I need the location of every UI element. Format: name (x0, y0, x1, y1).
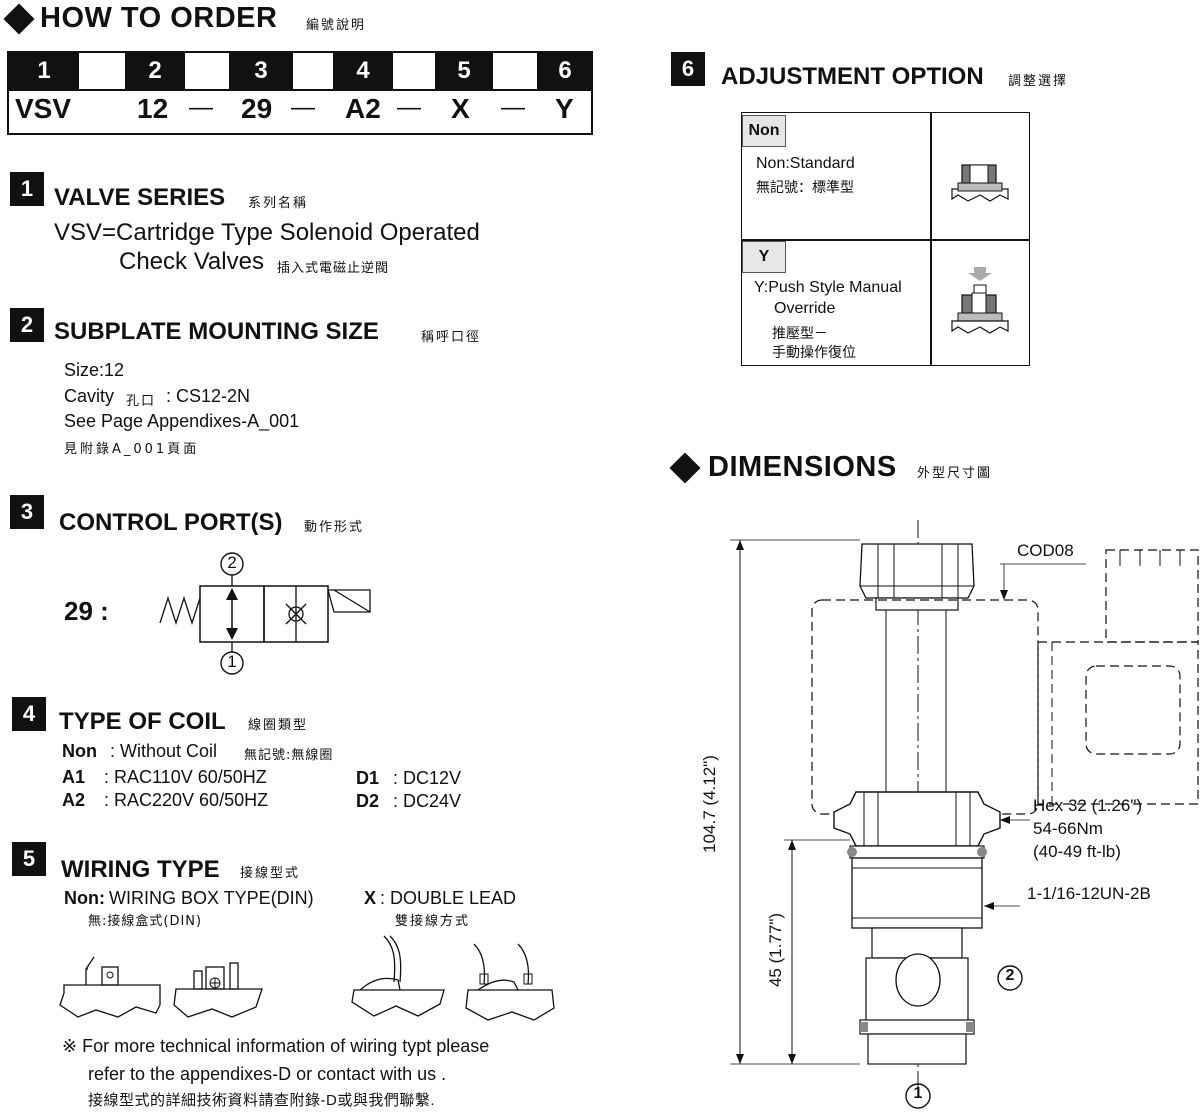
sec2-size: Size:12 (64, 360, 125, 380)
sec5-number: 5 (12, 842, 46, 876)
coil-d1-val: : DC12V (393, 768, 462, 788)
opt2-tag: Y (742, 241, 786, 273)
coil-a1-key: A1 (62, 767, 86, 787)
wiring-non-val: WIRING BOX TYPE(DIN) (109, 888, 314, 908)
push-override-icon (951, 267, 1009, 334)
valve-symbol (159, 552, 371, 675)
sec6-title-zh: 調整選擇 (1008, 74, 1069, 89)
dim-torque2: (40-49 ft-lb) (1033, 842, 1121, 861)
dimensions-title: DIMENSIONS (708, 451, 897, 483)
opt1-tag: Non (742, 115, 786, 147)
wiring-note-2: refer to the appendixes-D or contact wit… (88, 1064, 447, 1084)
sec6-number: 6 (671, 52, 705, 86)
sec1-line2: Check Valves (119, 248, 264, 275)
order-sep: — (501, 94, 525, 121)
sec5-title: WIRING TYPE (61, 856, 220, 883)
coil-a2-val: : RAC220V 60/50HZ (104, 790, 269, 810)
dimensions-diamond-icon (669, 452, 701, 484)
opt1-line1: Non:Standard (756, 155, 855, 172)
order-pos-3: 3 (229, 53, 293, 89)
dim-hex: Hex 32 (1.26") (1033, 796, 1143, 815)
sec6-title: ADJUSTMENT OPTION (721, 63, 984, 90)
order-pos-6: 6 (537, 53, 593, 89)
coil-non-zh: 無記號:無線圈 (244, 748, 334, 763)
standard-adjust-icon (951, 164, 1009, 202)
sec2-see-zh: 見附錄A_001頁面 (64, 442, 200, 457)
sec3-title: CONTROL PORT(S) (59, 509, 283, 536)
wiring-x-val: : DOUBLE LEAD (380, 888, 517, 908)
dim-torque1: 54-66Nm (1033, 819, 1103, 838)
sec1-number: 1 (10, 172, 44, 206)
wiring-non-zh: 無:接線盒式(DIN) (88, 914, 203, 929)
dim-cod: COD08 (1017, 541, 1074, 560)
sec2-see: See Page Appendixes-A_001 (64, 411, 300, 431)
opt2-line3: 推壓型－ (772, 325, 828, 341)
opt1-line2: 無記號：標準型 (756, 179, 854, 195)
sec2-title: SUBPLATE MOUNTING SIZE (54, 318, 379, 345)
coil-non-key: Non (62, 741, 97, 761)
sec3-code: 29 : (64, 596, 109, 626)
opt2-line2: Override (774, 300, 836, 317)
order-pos-5: 5 (435, 53, 493, 89)
opt2-line1: Y:Push Style Manual (754, 279, 902, 296)
sec3-number: 3 (10, 495, 44, 529)
sec5-title-zh: 接線型式 (240, 866, 301, 881)
order-sep: — (291, 94, 315, 121)
order-val-series: VSV (15, 93, 72, 124)
dim-lower: 45 (1.77") (766, 912, 785, 988)
coil-d2-val: : DC24V (393, 791, 462, 811)
sec1-title-zh: 系列名稱 (248, 196, 309, 211)
order-val-coil: A2 (345, 93, 381, 124)
order-pos-1: 1 (9, 53, 79, 89)
opt2-line4: 手動操作復位 (772, 344, 856, 360)
order-sep: — (397, 94, 421, 121)
order-pos-2: 2 (125, 53, 185, 89)
sec2-title-zh: 稱呼口徑 (421, 330, 482, 345)
order-pos-4: 4 (333, 53, 393, 89)
wiring-note-3: 接線型式的詳細技術資料請查附錄-D或與我們聯繫. (88, 1092, 435, 1109)
dimensions-title-zh: 外型尺寸圖 (917, 466, 993, 481)
sec1-line1: VSV=Cartridge Type Solenoid Operated (54, 219, 480, 246)
coil-non-val: : Without Coil (110, 741, 218, 761)
wiring-x-key: X (364, 888, 377, 908)
sec2-cavity-value: : CS12-2N (166, 386, 251, 406)
sec2-cavity-label: Cavity (64, 386, 115, 406)
sec4-title-zh: 線圈類型 (248, 718, 309, 733)
order-sep: — (189, 94, 213, 121)
sec2-number: 2 (10, 308, 44, 342)
sec3-title-zh: 動作形式 (304, 520, 365, 535)
sec1-title: VALVE SERIES (54, 184, 226, 211)
order-val-adjust: Y (555, 93, 574, 124)
sec4-number: 4 (12, 697, 46, 731)
dim-overall: 104.7 (4.12") (700, 755, 719, 853)
dim-port1: 1 (913, 1085, 923, 1102)
dim-port2: 2 (1005, 967, 1015, 984)
wiring-note-1: ※ For more technical information of wiri… (62, 1036, 490, 1056)
adjustment-option-table: Non Non:Standard 無記號：標準型 Y Y:Push Style … (741, 112, 1030, 366)
sec2-cavity-zh: 孔口 (126, 394, 157, 409)
how-to-order-title-zh: 編號說明 (306, 18, 367, 33)
sec3-port-top: 2 (227, 553, 237, 572)
coil-a2-key: A2 (62, 790, 86, 810)
order-diamond-icon (3, 3, 35, 35)
sec1-line2-zh: 插入式電磁止逆閥 (277, 261, 390, 276)
valve-dimension-drawing (730, 520, 1199, 1109)
order-val-wiring: X (451, 93, 470, 124)
wiring-non-key: Non: (64, 888, 105, 908)
sec3-port-bottom: 1 (227, 652, 237, 671)
coil-d2-key: D2 (356, 791, 380, 811)
order-val-size: 12 (137, 93, 169, 124)
how-to-order-title: HOW TO ORDER (40, 2, 278, 34)
dim-thread: 1-1/16-12UN-2B (1027, 884, 1151, 903)
din-box-connector-icon (59, 956, 263, 1018)
sec4-title: TYPE OF COIL (59, 708, 226, 735)
double-lead-connector-icon (351, 935, 555, 1021)
coil-a1-val: : RAC110V 60/50HZ (104, 767, 267, 787)
order-code-table: 1 2 3 4 5 6 VSV 12 — 29 — A2 — X — Y (7, 51, 593, 135)
wiring-x-zh: 雙接線方式 (395, 914, 471, 929)
order-val-control: 29 (241, 93, 273, 124)
coil-d1-key: D1 (356, 768, 380, 788)
